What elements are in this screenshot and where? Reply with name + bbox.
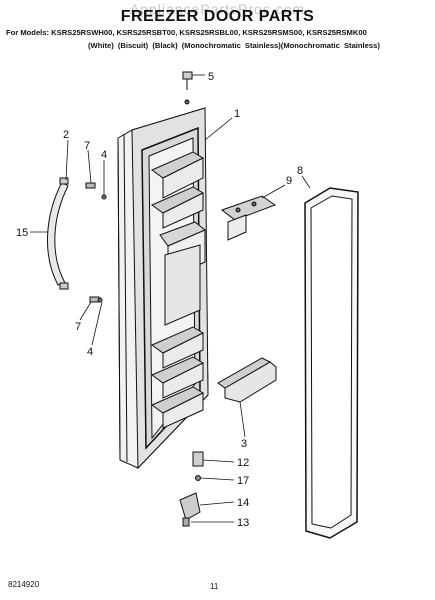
callout-4-lower: 4 [87,346,93,358]
callout-3: 3 [241,438,247,450]
callout-7-upper: 7 [84,140,90,152]
callout-14: 14 [237,497,249,509]
bracket-part [220,195,277,241]
callout-1: 1 [234,108,240,120]
door-gasket [304,187,359,539]
door-bin [217,357,277,403]
callout-7-lower: 7 [75,321,81,333]
callout-8: 8 [297,165,303,177]
page-number: 11 [210,582,219,591]
callout-17: 17 [237,475,249,487]
watermark: AppliancePartsPros.com [129,1,306,17]
model-list: For Models: KSRS25RSWH00, KSRS25RSBT00, … [6,28,367,37]
callout-13: 13 [237,517,249,529]
leader-lines [30,74,311,523]
callout-5: 5 [208,71,214,83]
callout-labels: 5 1 2 7 4 9 8 15 7 4 3 12 17 14 13 [16,71,303,529]
document-number: 8214920 [8,580,40,589]
model-variants: (White) (Biscuit) (Black) (Monochromatic… [88,41,380,50]
callout-15: 15 [16,227,28,239]
callout-12: 12 [237,457,249,469]
lower-hinge-parts [179,451,204,527]
callout-9: 9 [286,175,292,187]
door-shelves [151,151,206,429]
callout-4-upper: 4 [101,149,107,161]
handle-screws [85,182,107,303]
page-title: FREEZER DOOR PARTS [120,8,315,25]
callout-2: 2 [63,129,69,141]
top-hinge-screw [182,71,193,105]
door-handle [46,177,69,290]
